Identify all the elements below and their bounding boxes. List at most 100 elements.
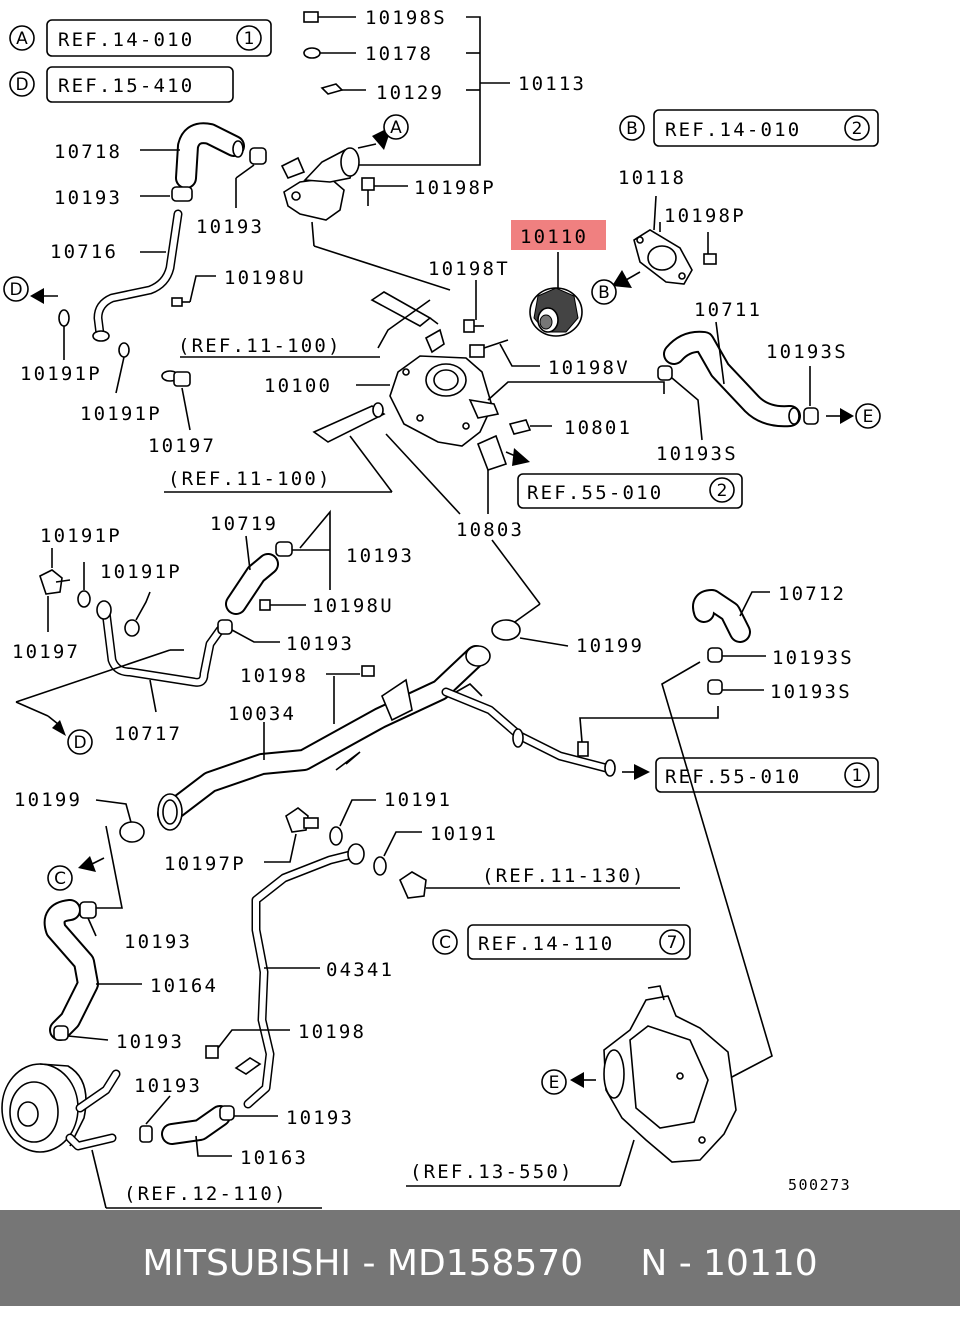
clamp-10193S-a <box>803 407 819 425</box>
label-10191P-a: 10191P <box>20 363 102 385</box>
label-10178: 10178 <box>365 43 433 65</box>
label-10113: 10113 <box>518 73 586 95</box>
label-10193S-a: 10193S <box>766 341 848 363</box>
ref-box-55-010-1: REF.55-010 1 <box>655 757 879 793</box>
bolt-10198U-b <box>259 599 271 611</box>
ref-label-text: 7 <box>667 933 678 953</box>
ref-label-text: E <box>549 1073 560 1093</box>
label-10197P: 10197P <box>164 853 246 875</box>
ref-12-110: (REF.12-110) <box>124 1183 288 1205</box>
ref-label-text: REF.14-110 <box>478 933 614 955</box>
plug-10197P <box>285 807 319 833</box>
label-10803: 10803 <box>456 519 524 541</box>
ref-label-text: 1 <box>852 766 863 786</box>
ref-13-550: (REF.13-550) <box>410 1161 574 1183</box>
arrow-to-D-b <box>47 715 66 736</box>
nut-10178 <box>303 47 356 59</box>
clamp-10193-e <box>79 901 97 919</box>
bolt-10198-a <box>361 665 375 677</box>
ref-box-55-010-2: REF.55-010 2 <box>517 473 743 509</box>
clamp-10193-h <box>219 1105 235 1121</box>
label-10164: 10164 <box>150 975 218 997</box>
tube-10717 <box>96 600 225 687</box>
clamp-10193S-b <box>657 365 673 381</box>
label-10191P-c: 10191P <box>40 525 122 547</box>
label-10801: 10801 <box>564 417 632 439</box>
footer-bar: MITSUBISHI - MD158570 N - 10110 <box>0 1210 960 1306</box>
thermostat-10110 <box>529 287 583 337</box>
diagram-code: 500273 <box>788 1176 851 1194</box>
bolt-10198T <box>463 319 484 333</box>
label-10110: 10110 <box>520 226 588 248</box>
clamp-10193-b <box>171 186 193 202</box>
arrow-to-E-a <box>826 408 854 424</box>
label-10198-b: 10198 <box>298 1021 366 1043</box>
label-10193-h: 10193 <box>286 1107 354 1129</box>
ref-11-130: (REF.11-130) <box>482 865 646 887</box>
ref-label-text: 2 <box>852 119 863 139</box>
ref-label-text: B <box>598 283 610 303</box>
label-10193-a: 10193 <box>54 187 122 209</box>
label-10193S-d: 10193S <box>770 681 852 703</box>
clamp-10193S-d <box>707 679 723 695</box>
label-10197-b: 10197 <box>12 641 80 663</box>
plug-10197-a <box>161 370 191 387</box>
ref-box-15-410: D REF.15-410 <box>9 66 234 103</box>
ref-label-text: REF.14-010 <box>665 119 801 141</box>
label-10129: 10129 <box>376 82 444 104</box>
label-10193-b: 10193 <box>196 216 264 238</box>
bolt-10198P-a <box>361 177 408 206</box>
label-10191P-b: 10191P <box>80 403 162 425</box>
gasket-10191P-c <box>77 590 91 608</box>
label-10193S-b: 10193S <box>656 443 738 465</box>
label-10716: 10716 <box>50 241 118 263</box>
ref-label-text: A <box>390 118 402 138</box>
label-10100: 10100 <box>264 375 332 397</box>
gasket-10191-b <box>373 856 387 876</box>
gasket-ref-11-100-b <box>312 402 386 443</box>
ref-label-text: D <box>15 75 28 95</box>
ref-label-text: REF.55-010 <box>527 482 663 504</box>
bypass-tube <box>441 683 616 777</box>
label-10193-e: 10193 <box>124 931 192 953</box>
clamp-10193-g <box>139 1125 153 1143</box>
arrow-to-C <box>78 856 105 872</box>
label-10191-b: 10191 <box>430 823 498 845</box>
hose-10163 <box>161 1105 231 1145</box>
bolt-10198U-a <box>171 297 190 307</box>
o-ring-10199-b <box>119 821 145 843</box>
label-10198V: 10198V <box>548 357 630 379</box>
label-10191-a: 10191 <box>384 789 452 811</box>
label-10712: 10712 <box>778 583 846 605</box>
clamp-10193-d <box>217 619 233 635</box>
label-10718: 10718 <box>54 141 122 163</box>
label-10191P-d: 10191P <box>100 561 182 583</box>
hose-10719 <box>225 553 279 615</box>
ref-label-text: C <box>439 933 451 953</box>
footer-caption: MITSUBISHI - MD158570 N - 10110 <box>142 1243 818 1284</box>
thermostat-housing-10100 <box>389 328 500 447</box>
label-10199-a: 10199 <box>14 789 82 811</box>
bracket <box>234 1057 262 1075</box>
ref-label-text: E <box>863 407 874 427</box>
gasket-10191-a <box>329 826 343 846</box>
arrow-to-B <box>612 270 641 288</box>
label-10198T: 10198T <box>428 258 510 280</box>
label-10118: 10118 <box>618 167 686 189</box>
oil-cooler <box>1 1063 121 1153</box>
ref-box-14-110-7: C REF.14-110 7 <box>432 924 691 960</box>
ref-label-text: REF.14-010 <box>58 29 194 51</box>
water-pipe-10034 <box>157 645 491 831</box>
o-ring-10199-a <box>491 619 521 641</box>
label-10197-a: 10197 <box>148 435 216 457</box>
water-outlet-fitting <box>280 126 392 221</box>
gasket-10191P-d <box>124 619 140 637</box>
ref-label-text: 1 <box>244 29 255 49</box>
label-10198S: 10198S <box>365 7 447 29</box>
label-10711: 10711 <box>694 299 762 321</box>
label-10034: 10034 <box>228 703 296 725</box>
ref-label-text: D <box>9 280 22 300</box>
ref-label-text: REF.15-410 <box>58 75 194 97</box>
tube-04341 <box>243 843 365 1109</box>
ref-box-14-010-1: A REF.14-010 1 <box>9 19 272 57</box>
